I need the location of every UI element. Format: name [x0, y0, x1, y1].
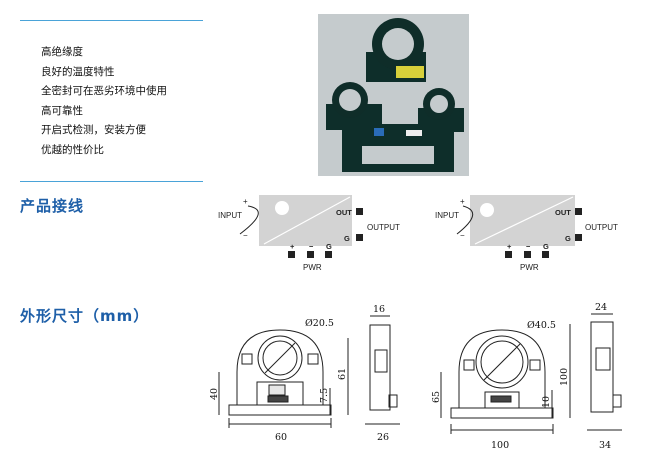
output-label: OUTPUT [585, 223, 618, 232]
small-label-block [268, 384, 286, 396]
pin-plus-label: + [290, 242, 295, 251]
mount-ear-left [241, 353, 253, 365]
pwr-label: PWR [303, 263, 322, 272]
large-height-left: 65 [431, 391, 442, 403]
input-arrow [239, 205, 259, 235]
diameter-line [264, 342, 296, 374]
pin-plus [288, 251, 295, 258]
aperture-outer [475, 335, 529, 389]
out-terminal [356, 208, 363, 215]
g-label: G [565, 234, 571, 243]
input-arrow [456, 205, 473, 235]
feature-item: 开启式检测，安装方便 [41, 124, 146, 136]
dimension-drawing-small: Ø20.5 16 40 61 7.5 60 26 [209, 304, 400, 443]
feature-item: 良好的温度特性 [41, 65, 115, 78]
output-label: OUTPUT [367, 223, 400, 232]
module-diagonal [474, 196, 574, 245]
side-clip [374, 349, 388, 373]
mount-ear-left [463, 359, 475, 371]
sensor-top [366, 18, 426, 82]
pin-g-label: G [326, 242, 332, 251]
large-height-right: 100 [559, 368, 570, 386]
side-clip [595, 347, 611, 371]
plus-label: + [460, 197, 465, 206]
pin-g-label: G [543, 242, 549, 251]
module-hole [275, 201, 289, 215]
side-pin [388, 394, 398, 408]
pin-minus-label: − [526, 242, 531, 251]
diameter-line [483, 343, 521, 381]
out-label: OUT [555, 208, 571, 217]
side-outline [590, 321, 614, 413]
pin-plus-label: + [507, 242, 512, 251]
sensor-bottom [342, 124, 454, 172]
front-base [228, 404, 332, 416]
pin-g [542, 251, 549, 258]
module-diagonal [263, 196, 351, 245]
small-depth: 26 [377, 432, 389, 443]
small-height-right: 61 [337, 368, 348, 380]
aperture-inner [262, 340, 298, 376]
pin-minus-label: − [309, 242, 314, 251]
input-label: INPUT [435, 211, 459, 220]
pin-minus [524, 251, 531, 258]
features-box: 高绝缘度 良好的温度特性 全密封可在恶劣环境中使用 高可靠性 开启式检测，安装方… [20, 20, 203, 182]
small-top-width: 16 [373, 304, 385, 315]
small-diameter: Ø20.5 [305, 318, 334, 329]
input-label: INPUT [218, 211, 242, 220]
aperture-outer [257, 335, 303, 381]
dimension-drawing-large: Ø40.5 24 65 100 10 100 34 [431, 302, 622, 451]
large-width: 100 [491, 440, 509, 451]
pin-plus [505, 251, 512, 258]
g-label: G [344, 234, 350, 243]
g-terminal [575, 234, 582, 241]
front-outline [236, 329, 324, 405]
large-depth: 34 [599, 440, 611, 451]
small-height-left: 40 [209, 388, 220, 400]
pin-g [325, 251, 332, 258]
features-list: 高绝缘度 良好的温度特性 全密封可在恶劣环境中使用 高可靠性 开启式检测，安装方… [41, 43, 167, 160]
small-pin-height: 7.5 [319, 388, 330, 403]
out-label: OUT [336, 208, 352, 217]
wiring-diagram-2: INPUT + − OUT OUTPUT G + − G PWR [435, 195, 618, 272]
pwr-label: PWR [520, 263, 539, 272]
small-connector [267, 395, 289, 403]
wiring-section-title: 产品接线 [20, 197, 85, 215]
large-top-width: 24 [595, 302, 607, 313]
front-base [450, 407, 554, 419]
large-diameter: Ø40.5 [527, 320, 556, 331]
feature-item: 高绝缘度 [41, 46, 83, 58]
mount-ear-right [307, 353, 319, 365]
g-terminal [356, 234, 363, 241]
sensor-photo-illustration [318, 14, 469, 176]
feature-item: 高可靠性 [41, 104, 83, 117]
feature-item: 优越的性价比 [41, 143, 104, 156]
module-body [259, 195, 352, 246]
side-outline [369, 324, 391, 411]
small-width: 60 [275, 432, 287, 443]
large-pin-height: 10 [541, 396, 552, 408]
aperture-inner [480, 340, 524, 384]
feature-item: 全密封可在恶劣环境中使用 [41, 85, 167, 97]
pin-minus [307, 251, 314, 258]
minus-label: − [243, 231, 248, 240]
out-terminal [575, 208, 582, 215]
minus-label: − [460, 231, 465, 240]
plus-label: + [243, 197, 248, 206]
mount-ear-right [529, 359, 541, 371]
dimensions-section-title: 外形尺寸（mm） [20, 307, 150, 325]
front-outline [458, 329, 546, 408]
large-connector [490, 395, 512, 403]
side-pin [612, 394, 622, 408]
module-hole [480, 203, 494, 217]
product-photo [318, 14, 469, 176]
wiring-diagram-1: INPUT + − OUT OUTPUT G + − G PWR [218, 195, 400, 272]
